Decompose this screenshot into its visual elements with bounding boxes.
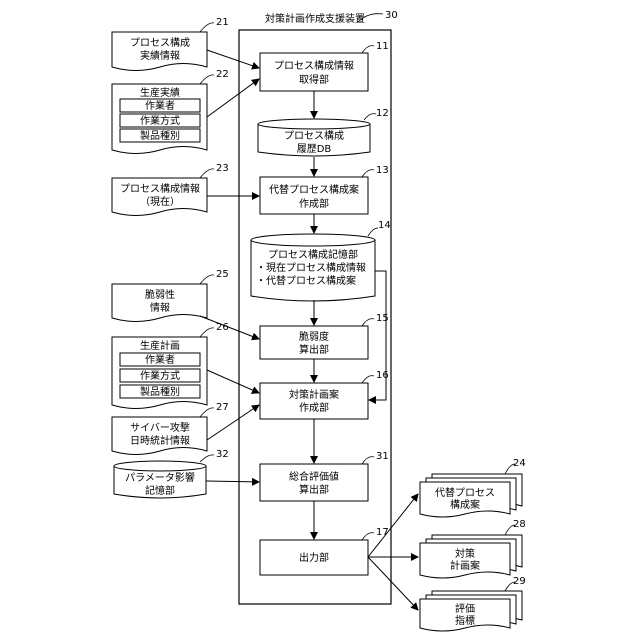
output-alternative-label-1: 代替プロセス	[435, 486, 495, 499]
production-record-item-worker: 作業者	[145, 99, 175, 112]
output-countermeasure-label-2: 計画案	[450, 559, 480, 572]
cyber-attack-stats-label-1: サイバー攻撃	[130, 421, 190, 434]
output-arrows	[368, 494, 418, 610]
total-evaluation-unit-label-2: 算出部	[299, 483, 329, 496]
current-process-info-label-2: （現在）	[140, 196, 180, 208]
history-db-label-1: プロセス構成	[284, 129, 344, 142]
countermeasure-plan-unit-label-2: 作成部	[299, 401, 329, 414]
parameter-influence-label-2: 記憶部	[145, 484, 175, 497]
history-db-label-2: 履歴DB	[297, 143, 332, 155]
vulnerability-info-label-1: 脆弱性	[145, 288, 175, 301]
configuration-storage-label-1: プロセス構成記憶部	[268, 248, 358, 261]
countermeasure-plan-unit: 対策計画案 作成部 16	[260, 370, 389, 419]
configuration-storage-number: 14	[378, 220, 391, 231]
total-evaluation-unit-label-1: 総合評価値	[289, 470, 339, 483]
alternative-creation-unit-label-1: 代替プロセス構成案	[269, 183, 359, 196]
production-plan-item-worker: 作業者	[145, 353, 175, 366]
input-arrows	[200, 50, 259, 482]
output-countermeasure-doc: 対策 計画案 28	[420, 519, 526, 578]
current-process-info-label-1: プロセス構成情報	[120, 182, 200, 195]
parameter-influence-label-1: パラメータ影響	[125, 471, 195, 484]
vulnerability-calc-unit: 脆弱度 算出部 15	[260, 313, 389, 359]
production-record-item-method: 作業方式	[140, 114, 180, 127]
vulnerability-info-number: 25	[216, 269, 229, 280]
output-alternative-number: 24	[513, 458, 526, 469]
output-evaluation-label-1: 評価	[455, 602, 475, 615]
process-actual-info-label-2: 実績情報	[140, 49, 180, 62]
configuration-storage-label-3: ・代替プロセス構成案	[256, 274, 356, 287]
parameter-influence-storage: パラメータ影響 記憶部 32	[114, 449, 229, 498]
acquisition-unit-label-2: 取得部	[299, 73, 329, 86]
alternative-creation-unit-label-2: 作成部	[299, 197, 329, 210]
vulnerability-calc-unit-number: 15	[376, 313, 389, 324]
configuration-storage-label-2: ・現在プロセス構成情報	[256, 261, 366, 274]
output-evaluation-label-2: 指標	[455, 614, 475, 627]
output-unit: 出力部 17	[260, 527, 389, 575]
device-frame: 対策計画作成支援装置 30	[239, 10, 398, 604]
output-alternative-label-2: 構成案	[450, 498, 480, 511]
vulnerability-info-doc: 脆弱性 情報 25	[112, 269, 229, 322]
output-countermeasure-number: 28	[513, 519, 526, 530]
production-plan-doc: 生産計画 作業者 作業方式 製品種別 26	[112, 322, 229, 409]
acquisition-unit: プロセス構成情報 取得部 11	[260, 41, 389, 91]
device-number: 30	[385, 10, 398, 21]
vulnerability-calc-unit-label-1: 脆弱度	[299, 330, 329, 343]
output-unit-label: 出力部	[299, 551, 329, 564]
countermeasure-plan-unit-label-1: 対策計画案	[289, 388, 339, 401]
process-actual-info-label-1: プロセス構成	[130, 36, 190, 49]
production-record-item-product: 製品種別	[140, 129, 180, 142]
total-evaluation-unit-number: 31	[376, 451, 389, 462]
configuration-storage: プロセス構成記憶部 ・現在プロセス構成情報 ・代替プロセス構成案 14	[251, 220, 391, 301]
cyber-attack-stats-number: 27	[216, 402, 229, 413]
process-actual-info-doc: プロセス構成 実績情報 21	[112, 17, 229, 71]
current-process-info-doc: プロセス構成情報 （現在） 23	[112, 163, 229, 216]
countermeasure-plan-unit-number: 16	[376, 370, 389, 381]
production-plan-item-product: 製品種別	[140, 385, 180, 398]
alternative-creation-unit-number: 13	[376, 165, 389, 176]
production-plan-title: 生産計画	[140, 339, 180, 352]
output-alternative-doc: 代替プロセス 構成案 24	[420, 458, 526, 517]
device-title: 対策計画作成支援装置	[265, 12, 365, 25]
alternative-creation-unit: 代替プロセス構成案 作成部 13	[260, 165, 389, 214]
acquisition-unit-number: 11	[376, 41, 389, 52]
process-actual-info-number: 21	[216, 17, 229, 28]
production-plan-item-method: 作業方式	[140, 369, 180, 382]
total-evaluation-unit: 総合評価値 算出部 31	[260, 451, 389, 501]
production-plan-number: 26	[216, 322, 229, 333]
vulnerability-calc-unit-label-2: 算出部	[299, 343, 329, 356]
cyber-attack-stats-doc: サイバー攻撃 日時統計情報 27	[112, 402, 229, 455]
vulnerability-info-label-2: 情報	[150, 301, 170, 314]
history-db-number: 12	[376, 108, 389, 119]
output-countermeasure-label-1: 対策	[455, 547, 475, 560]
output-evaluation-doc: 評価 指標 29	[420, 576, 526, 631]
production-record-title: 生産実績	[140, 86, 180, 99]
parameter-influence-number: 32	[216, 449, 229, 460]
production-record-doc: 生産実績 作業者 作業方式 製品種別 22	[112, 69, 229, 154]
output-evaluation-number: 29	[513, 576, 526, 587]
current-process-info-number: 23	[216, 163, 229, 174]
history-db: プロセス構成 履歴DB 12	[258, 108, 389, 156]
acquisition-unit-label-1: プロセス構成情報	[274, 59, 354, 72]
production-record-number: 22	[216, 69, 229, 80]
cyber-attack-stats-label-2: 日時統計情報	[130, 434, 190, 447]
